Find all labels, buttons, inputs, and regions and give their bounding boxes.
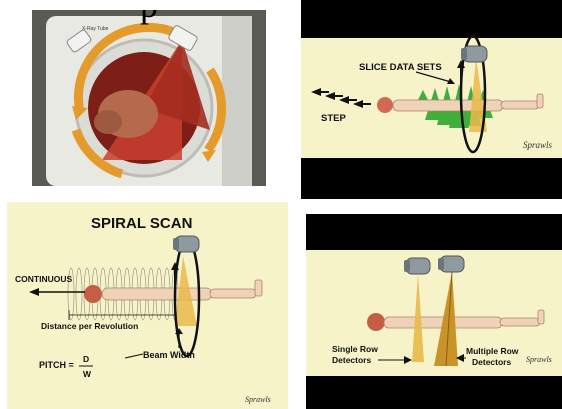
- single-row-tube: [404, 258, 430, 274]
- spiral-scan-slide: SPIRAL SCAN: [7, 202, 288, 409]
- single-row-label-2: Detectors: [332, 355, 371, 365]
- distance-per-revolution-label: Distance per Revolution: [41, 321, 138, 331]
- patient-head: [94, 110, 122, 134]
- pitch-label: PITCH =: [39, 360, 74, 370]
- author-signature: Sprawls: [245, 395, 271, 404]
- multiple-row-label-2: Detectors: [472, 357, 511, 367]
- xray-tube: [461, 46, 487, 62]
- step-scan-slide: SLICE DATA SETS STEP Sprawls: [301, 0, 562, 199]
- spiral-scan-title: SPIRAL SCAN: [91, 215, 192, 232]
- multiple-row-label-1: Multiple Row: [466, 346, 519, 356]
- xray-tube: [173, 236, 199, 252]
- author-signature: Sprawls: [526, 355, 552, 364]
- cut-off-heading: p: [32, 10, 266, 26]
- pitch-denominator: W: [83, 369, 92, 379]
- step-scan-diagram: SLICE DATA SETS STEP Sprawls: [301, 0, 562, 199]
- multiple-row-tube: [438, 256, 464, 272]
- beam-width-label: Beam Width: [143, 350, 195, 360]
- spiral-scan-diagram: SPIRAL SCAN: [7, 202, 288, 409]
- detectors-slide: Single Row Detectors Multiple Row Detect…: [306, 214, 562, 409]
- single-row-label-1: Single Row: [332, 344, 378, 354]
- ct-gantry-illustration: X-Ray Tube: [32, 10, 266, 186]
- ct-gantry-image: p X-Ray Tube: [32, 10, 266, 186]
- xray-tube-label: X-Ray Tube: [82, 26, 109, 32]
- pitch-numerator: D: [83, 354, 89, 364]
- author-signature: Sprawls: [523, 140, 553, 150]
- detectors-diagram: Single Row Detectors Multiple Row Detect…: [306, 214, 562, 409]
- step-label: STEP: [321, 113, 346, 124]
- slice-data-sets-title: SLICE DATA SETS: [359, 62, 442, 73]
- continuous-label: CONTINUOUS: [15, 274, 72, 284]
